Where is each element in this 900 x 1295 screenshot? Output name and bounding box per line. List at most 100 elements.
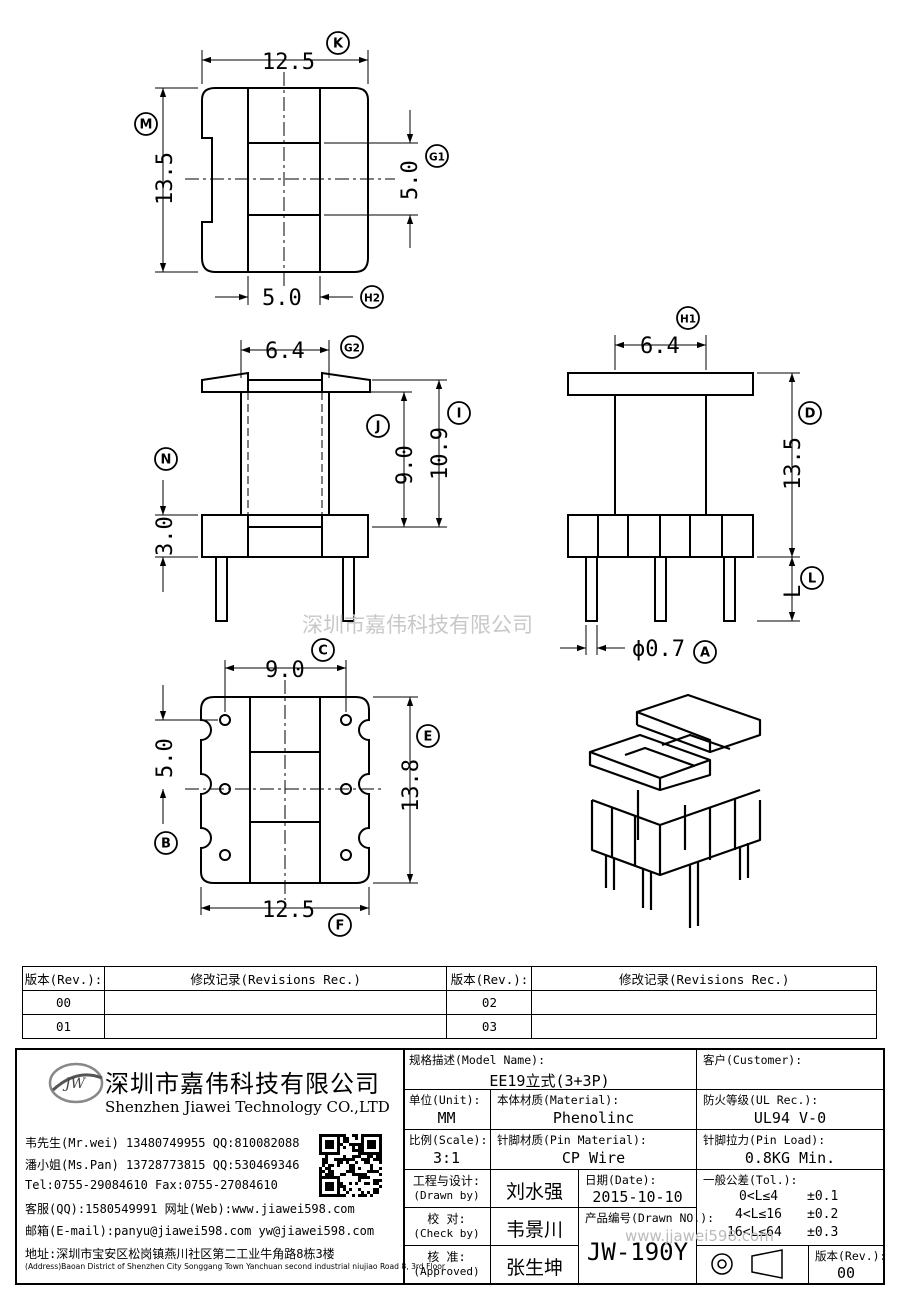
- rec-cell: [531, 990, 877, 1015]
- callout-c-circle: [311, 638, 335, 662]
- callout-j-circle: [366, 414, 390, 438]
- drawn-signature: 刘水强: [505, 1181, 563, 1203]
- rev-header: 版本(Rev.):: [22, 966, 105, 991]
- rec-cell: [103, 990, 448, 1015]
- callout-f: F: [336, 919, 345, 934]
- drawn-no-value: JW-190Y: [586, 1238, 689, 1266]
- callout-d: D: [805, 407, 816, 422]
- rev-cell: 02: [446, 990, 533, 1015]
- rev-cell: 01: [22, 1014, 105, 1039]
- rec-header: 修改记录(Revisions Rec.): [103, 966, 448, 991]
- tol-value: ±0.2: [807, 1207, 839, 1222]
- callout-e-circle: [416, 724, 440, 748]
- callout-i: I: [457, 407, 462, 422]
- pin-material-value: CP Wire: [561, 1149, 626, 1167]
- date-value: 2015-10-10: [592, 1188, 683, 1206]
- model-label: 规格描述(Model Name):: [409, 1053, 546, 1067]
- tol-range: 0<L≤4: [739, 1189, 779, 1204]
- date-label: 日期(Date):: [585, 1173, 657, 1187]
- dim-side-h1: 6.4: [640, 334, 680, 359]
- dim-top-height: 13.5: [153, 152, 178, 205]
- rec-header: 修改记录(Revisions Rec.): [531, 966, 877, 991]
- dim-front-i: 10.9: [428, 427, 453, 480]
- callout-h1: H1: [680, 314, 696, 326]
- customer-label: 客户(Customer):: [703, 1053, 803, 1067]
- dim-front-g2: 6.4: [265, 339, 305, 364]
- tol-value: ±0.1: [807, 1189, 839, 1204]
- projection-symbol-icon: [711, 1249, 783, 1279]
- callout-b-circle: [154, 831, 178, 855]
- material-value: Phenolinc: [552, 1109, 635, 1127]
- callout-a-circle: [693, 640, 717, 664]
- check-label-en: (Check by): [413, 1227, 480, 1240]
- dim-side-l: L: [781, 585, 806, 598]
- drawn-label-en: (Drawn by): [413, 1189, 480, 1202]
- callout-h2: H2: [364, 293, 380, 305]
- pin-load-label: 针脚拉力(Pin Load):: [703, 1133, 826, 1147]
- rec-cell: [531, 1014, 877, 1039]
- callout-i-circle: [447, 401, 471, 425]
- rev-header: 版本(Rev.):: [446, 966, 533, 991]
- rec-cell: [103, 1014, 448, 1039]
- company-name-cn: 深圳市嘉伟科技有限公司: [105, 1070, 380, 1098]
- scale-label: 比例(Scale):: [409, 1133, 488, 1147]
- unit-value: MM: [437, 1109, 456, 1127]
- callout-g1: G1: [429, 152, 445, 164]
- callout-d-circle: [798, 401, 822, 425]
- callout-j: J: [375, 420, 381, 435]
- dim-top-width: 12.5: [262, 50, 315, 75]
- callout-g2: G2: [344, 343, 360, 355]
- check-label: 校 对:: [427, 1212, 466, 1226]
- callout-a: A: [700, 646, 710, 661]
- pin-material-label: 针脚材质(Pin Material):: [497, 1133, 647, 1147]
- callout-c: C: [318, 644, 328, 659]
- ul-value: UL94 V-0: [753, 1109, 827, 1127]
- callout-k-circle: [326, 31, 350, 55]
- title-block: JW 深圳市嘉伟科技有限公司 Shenzhen Jiawei Technolog…: [15, 1048, 887, 1285]
- dim-side-pin: ϕ0.7: [632, 637, 685, 662]
- scale-value: 3:1: [432, 1149, 461, 1167]
- drawn-label: 工程与设计:: [412, 1174, 481, 1188]
- contact-line: Tel:0755-29084610 Fax:0755-27084610: [25, 1178, 278, 1192]
- dim-side-d: 13.5: [781, 437, 806, 490]
- dim-bottom-b: 5.0: [153, 738, 178, 778]
- callout-h2-circle: [360, 285, 384, 309]
- rev-label: 版本(Rev.):: [815, 1249, 887, 1263]
- title-grid: 规格描述(Model Name): EE19立式(3+3P) 客户(Custom…: [403, 1050, 887, 1283]
- material-label: 本体材质(Material):: [497, 1093, 620, 1107]
- model-value: EE19立式(3+3P): [489, 1072, 610, 1090]
- revisions-table: 版本(Rev.): 修改记录(Revisions Rec.) 版本(Rev.):…: [22, 966, 877, 1039]
- company-logo: JW: [48, 1062, 104, 1104]
- approved-label: 核 准:: [427, 1250, 466, 1264]
- watermark: 深圳市嘉伟科技有限公司: [302, 613, 533, 637]
- dim-bottom-c: 9.0: [265, 658, 305, 683]
- logo-text: JW: [62, 1076, 87, 1092]
- approved-signature: 张生坤: [505, 1257, 563, 1279]
- address: 地址:深圳市宝安区松岗镇燕川社区第二工业牛角路8栋3楼: [25, 1247, 335, 1261]
- pin-load-value: 0.8KG Min.: [744, 1149, 836, 1167]
- dim-top-g1: 5.0: [398, 160, 423, 200]
- side-view: [560, 335, 800, 655]
- callout-e: E: [424, 730, 433, 745]
- front-view: [155, 340, 447, 622]
- ul-label: 防火等级(UL Rec.):: [703, 1093, 819, 1107]
- tol-range: 4<L≤16: [735, 1207, 782, 1222]
- callout-n: N: [161, 453, 172, 468]
- callout-h1-circle: [676, 306, 700, 330]
- dim-top-h2: 5.0: [262, 286, 302, 311]
- callout-b: B: [161, 837, 171, 852]
- isometric-view: [588, 693, 762, 928]
- tol-label: 一般公差(Tol.):: [703, 1173, 798, 1187]
- check-signature: 韦景川: [505, 1219, 563, 1241]
- dim-bottom-e: 13.8: [399, 759, 424, 812]
- dim-front-n: 3.0: [153, 516, 178, 556]
- contact-line: 韦先生(Mr.wei) 13480749955 QQ:810082088: [25, 1136, 300, 1150]
- rev-value: 00: [836, 1264, 856, 1282]
- callout-m-circle: [134, 112, 158, 136]
- callout-g1-circle: [425, 144, 449, 168]
- callout-m: M: [140, 118, 153, 133]
- rev-cell: 00: [22, 990, 105, 1015]
- unit-label: 单位(Unit):: [409, 1093, 481, 1107]
- contact-line: 客服(QQ):1580549991 网址(Web):www.jiawei598.…: [25, 1202, 355, 1216]
- watermark-url: www.jjawei598.com: [625, 1227, 774, 1245]
